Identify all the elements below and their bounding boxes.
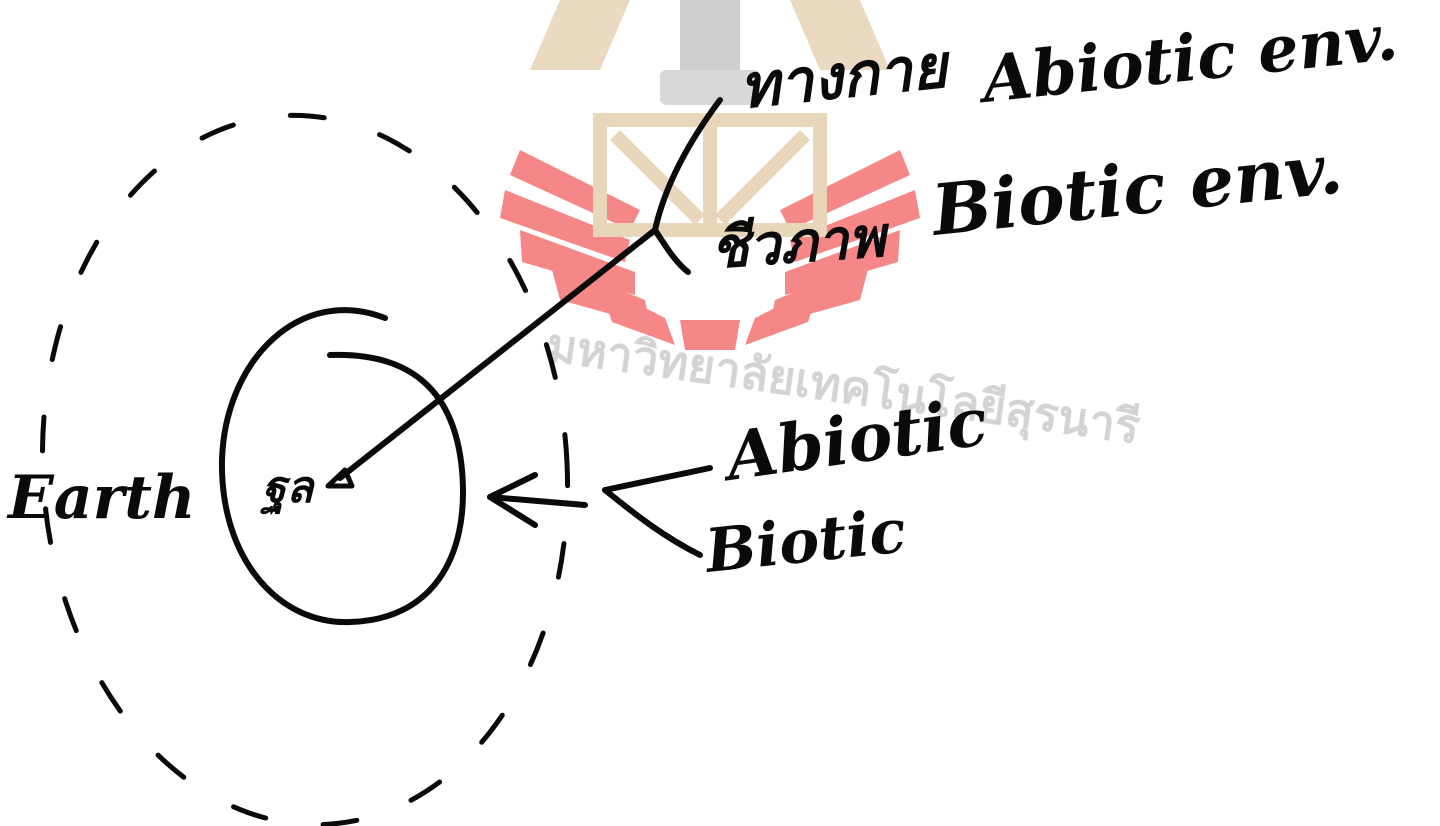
input-arrow — [487, 465, 713, 558]
branch-abiotic-en: Abiotic env. — [974, 0, 1401, 118]
earth-label: Earth — [6, 463, 196, 533]
watermark-tower-base — [660, 70, 760, 105]
watermark-leaves — [593, 113, 827, 237]
watermark-frame-top-right — [790, 0, 890, 70]
branch-biotic-en: Biotic env. — [926, 126, 1346, 252]
watermark-tower — [680, 0, 740, 70]
branch-abiotic-thai: ทางกาย — [736, 31, 955, 123]
branch-biotic-thai: ชีวภาพ — [708, 204, 892, 282]
input-biotic-label: Biotic — [700, 496, 909, 587]
pointer-line — [325, 227, 658, 489]
branch-fork — [652, 97, 723, 275]
environment-dashed-circle — [39, 112, 571, 826]
watermark-frame-top — [530, 0, 630, 70]
organism-circle — [218, 307, 466, 626]
center-label: ฐล — [260, 462, 316, 516]
watermark-rays — [500, 150, 920, 350]
